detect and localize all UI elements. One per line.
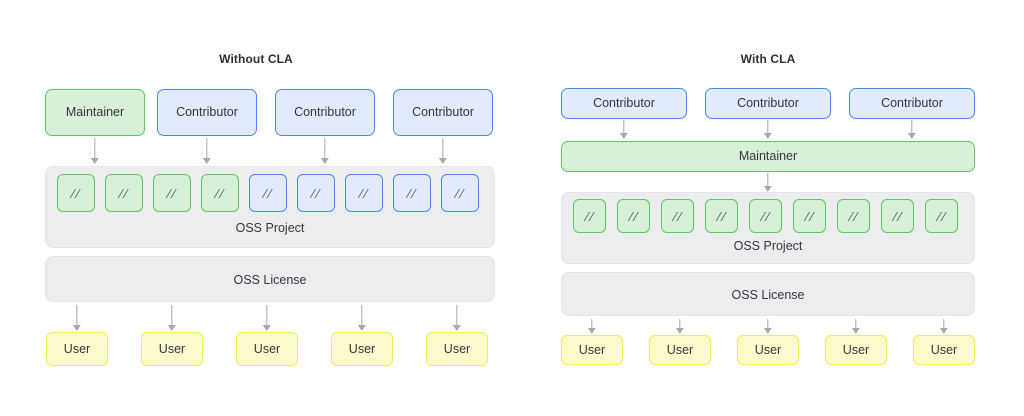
actor-maintainer[interactable]: Maintainer [561, 141, 975, 172]
code-glyph: // [117, 186, 131, 200]
actor-label: Contributor [593, 96, 655, 111]
user-box-3[interactable]: User [236, 332, 298, 366]
actor-label: Contributor [737, 96, 799, 111]
actor-contributor-3[interactable]: Contributor [393, 89, 493, 136]
user-label: User [253, 341, 281, 356]
panel-with-cla: With CLA Contributor Contributor Contrib… [512, 0, 1024, 416]
code-block[interactable]: // [617, 199, 650, 233]
user-label: User [754, 342, 782, 357]
code-glyph: // [934, 209, 949, 223]
oss-project-label: OSS Project [235, 220, 305, 235]
panel-title-with-cla: With CLA [740, 52, 796, 66]
user-box-5[interactable]: User [426, 332, 488, 366]
code-glyph: // [165, 186, 179, 200]
actor-label: Maintainer [65, 105, 125, 120]
oss-license-label: OSS License [731, 288, 805, 302]
code-glyph: // [405, 186, 419, 200]
code-block[interactable]: // [705, 199, 738, 233]
user-label: User [578, 342, 606, 357]
actor-maintainer[interactable]: Maintainer [45, 89, 145, 136]
oss-license-container: OSS License [45, 256, 495, 302]
user-label: User [666, 342, 694, 357]
user-box-4[interactable]: User [331, 332, 393, 366]
code-block[interactable]: // [249, 174, 287, 212]
code-glyph: // [846, 209, 861, 223]
user-box-2[interactable]: User [141, 332, 203, 366]
user-box-2[interactable]: User [649, 335, 711, 365]
oss-license-label: OSS License [233, 273, 307, 287]
actor-label: Contributor [881, 96, 943, 111]
code-glyph: // [758, 209, 773, 223]
code-glyph: // [357, 186, 371, 200]
code-block[interactable]: // [441, 174, 479, 212]
code-block[interactable]: // [661, 199, 694, 233]
code-block[interactable]: // [749, 199, 782, 233]
code-block[interactable]: // [297, 174, 335, 212]
code-block[interactable]: // [393, 174, 431, 212]
actor-contributor-1[interactable]: Contributor [157, 89, 257, 136]
panel-without-cla: Without CLA Maintainer Contributor Contr… [45, 52, 495, 366]
code-glyph: // [626, 209, 641, 223]
code-glyph: // [213, 186, 227, 200]
actor-contributor-2[interactable]: Contributor [275, 89, 375, 136]
user-label: User [930, 342, 958, 357]
code-block[interactable]: // [925, 199, 958, 233]
code-glyph: // [582, 209, 597, 223]
actor-label: Maintainer [738, 149, 798, 164]
user-label: User [348, 341, 376, 356]
user-box-4[interactable]: User [825, 335, 887, 365]
code-glyph: // [714, 209, 729, 223]
oss-project-label: OSS Project [733, 238, 803, 253]
actor-label: Contributor [412, 105, 474, 120]
code-glyph: // [309, 186, 323, 200]
user-label: User [63, 341, 91, 356]
code-glyph: // [802, 209, 817, 223]
code-block[interactable]: // [345, 174, 383, 212]
user-label: User [443, 341, 471, 356]
code-glyph: // [261, 186, 275, 200]
code-glyph: // [453, 186, 467, 200]
actor-label: Contributor [294, 105, 356, 120]
oss-license-container: OSS License [561, 272, 975, 316]
user-box-1[interactable]: User [46, 332, 108, 366]
user-label: User [842, 342, 870, 357]
actor-label: Contributor [176, 105, 238, 120]
code-block[interactable]: // [201, 174, 239, 212]
actor-contributor-2[interactable]: Contributor [705, 88, 831, 119]
code-glyph: // [69, 186, 83, 200]
code-block[interactable]: // [57, 174, 95, 212]
actor-contributor-1[interactable]: Contributor [561, 88, 687, 119]
code-block[interactable]: // [837, 199, 870, 233]
code-block[interactable]: // [153, 174, 191, 212]
user-box-5[interactable]: User [913, 335, 975, 365]
code-block[interactable]: // [105, 174, 143, 212]
code-block[interactable]: // [793, 199, 826, 233]
user-box-1[interactable]: User [561, 335, 623, 365]
code-glyph: // [670, 209, 685, 223]
code-block[interactable]: // [573, 199, 606, 233]
user-label: User [158, 341, 186, 356]
panel-title-without-cla: Without CLA [219, 52, 293, 66]
user-box-3[interactable]: User [737, 335, 799, 365]
actor-contributor-3[interactable]: Contributor [849, 88, 975, 119]
code-block[interactable]: // [881, 199, 914, 233]
code-glyph: // [890, 209, 905, 223]
